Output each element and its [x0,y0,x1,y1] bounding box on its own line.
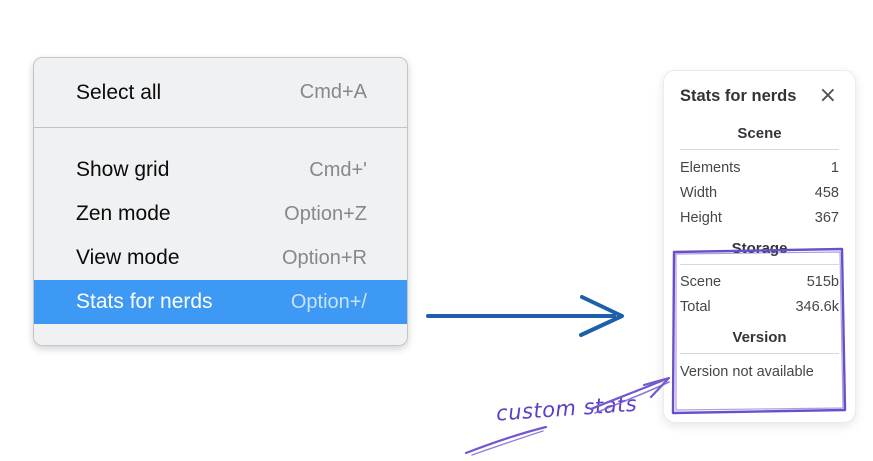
stat-label: Width [680,184,718,201]
section-rule [680,263,839,265]
custom-stats-underline-stroke [464,425,548,456]
menu-item-shortcut: Cmd+' [309,158,367,181]
panel-header: Stats for nerds × [680,83,839,109]
stat-label: Total [680,299,711,316]
menu-group: Show grid Cmd+' Zen mode Option+Z View m… [34,128,407,345]
stat-row-height: Height 367 [680,205,839,230]
menu-item-shortcut: Option+R [281,246,367,269]
stat-value: 1 [830,159,839,176]
section-rule [680,149,839,150]
menu-item-zen-mode[interactable]: Zen mode Option+Z [34,192,407,236]
stat-row-scene-storage: Scene 515b [680,270,839,295]
section-heading: Scene [737,125,782,142]
stat-value: 367 [814,209,839,226]
custom-stats-annotation-label: custom stats [495,391,638,426]
menu-item-view-mode[interactable]: View mode Option+R [34,236,407,280]
stats-for-nerds-panel: Stats for nerds × Scene Elements 1 Width… [663,70,856,423]
menu-item-label: View mode [76,246,180,269]
stat-label: Height [680,209,722,226]
menu-item-label: Zen mode [76,202,171,225]
menu-item-label: Show grid [76,158,170,181]
menu-item-select-all[interactable]: Select all Cmd+A [34,58,407,127]
section-storage: Storage Scene 515b Total 346.6k [680,240,839,320]
section-rule [680,352,839,354]
menu-item-stats-for-nerds[interactable]: Stats for nerds Option+/ [34,280,407,324]
stat-value: 346.6k [795,299,839,316]
menu-item-show-grid[interactable]: Show grid Cmd+' [34,148,407,192]
menu-item-label: Stats for nerds [76,290,213,313]
section-scene: Scene Elements 1 Width 458 Height 367 [680,125,839,231]
stat-row-total-storage: Total 346.6k [680,295,839,320]
context-menu: Select all Cmd+A Show grid Cmd+' Zen mod… [33,57,408,346]
stat-label: Scene [680,274,722,291]
menu-item-shortcut: Option+Z [284,202,367,225]
menu-item-label: Select all [76,80,162,104]
menu-divider [34,127,407,128]
menu-item-shortcut: Option+/ [290,290,367,313]
section-heading: Version [732,328,787,346]
pointer-arrow [426,295,624,337]
stat-row-elements: Elements 1 [680,155,839,180]
version-note: Version not available [680,363,814,380]
panel-title: Stats for nerds [680,86,797,105]
stat-row-width: Width 458 [680,180,839,205]
stat-label: Elements [680,159,741,176]
section-version: Version Version not available [680,329,839,384]
close-icon[interactable]: × [818,83,837,108]
menu-item-shortcut: Cmd+A [299,81,367,103]
section-heading: Storage [731,239,788,257]
stat-value: 458 [814,184,839,201]
stat-value: 515b [806,274,839,291]
